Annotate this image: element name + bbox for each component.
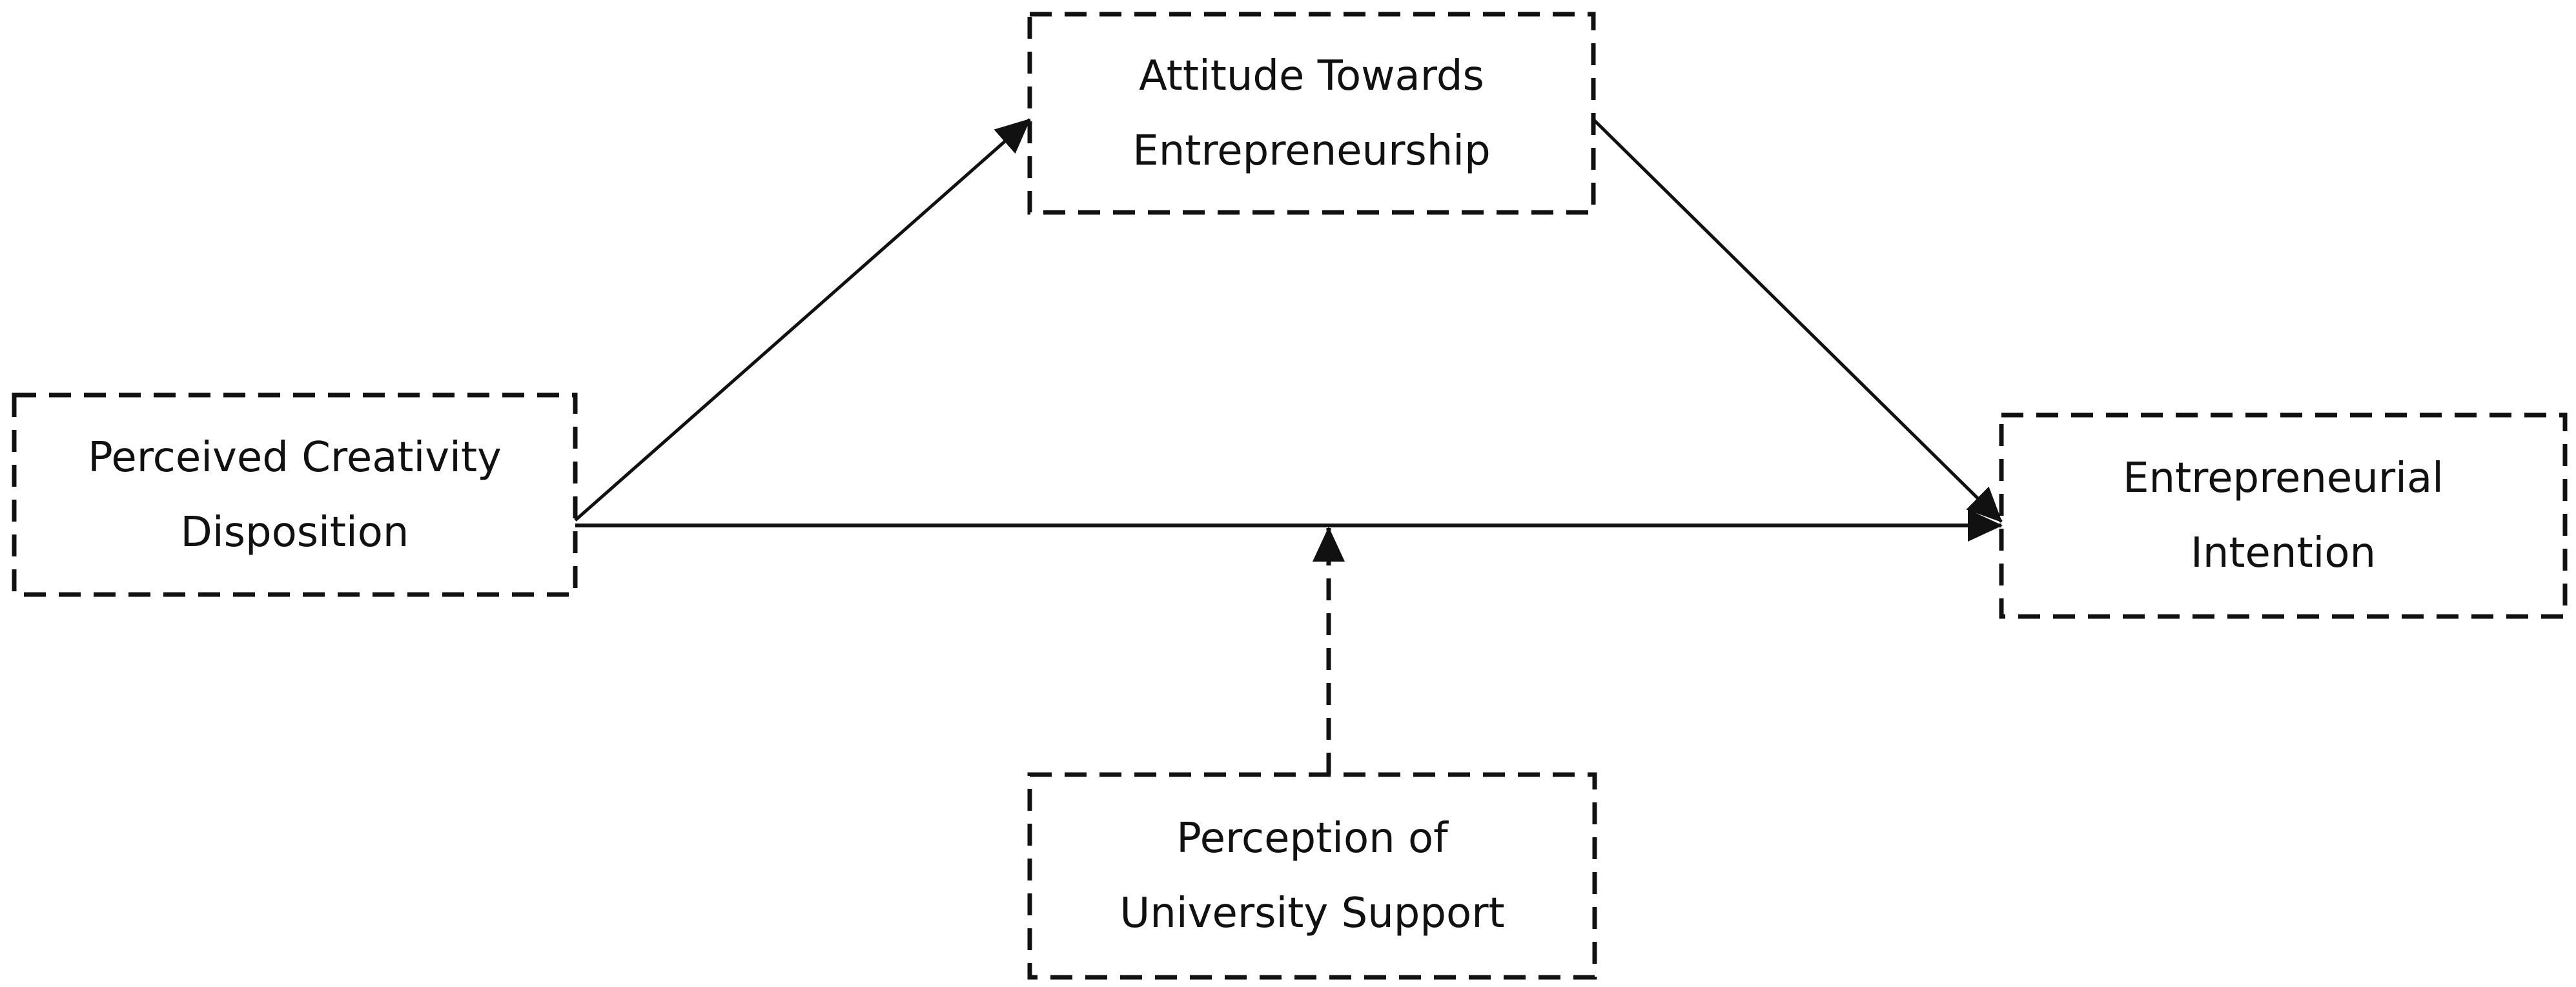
edge-creativity-to-attitude: [574, 118, 1031, 522]
creativity-node: Perceived Creativity Disposition: [14, 395, 575, 595]
support-label-line1: Perception of: [1176, 815, 1448, 862]
intention-label-line2: Intention: [2190, 529, 2377, 577]
creativity-box: [12, 392, 578, 597]
attitude-label-line2: Entrepreneurship: [1132, 127, 1491, 175]
edge-attitude-to-intention: [1592, 118, 2003, 523]
support-label-line2: University Support: [1119, 890, 1505, 937]
attitude-label-line1: Attitude Towards: [1139, 52, 1484, 100]
creativity-label-line1: Perceived Creativity: [88, 433, 502, 482]
support-node: Perception of University Support: [1030, 775, 1595, 977]
attitude-box: [1027, 12, 1596, 215]
support-box: [1027, 772, 1597, 980]
intention-label-line1: Entrepreneurial: [2123, 454, 2444, 502]
attitude-node: Attitude Towards Entrepreneurship: [1030, 14, 1593, 212]
intention-node: Entrepreneurial Intention: [2001, 415, 2565, 616]
creativity-label-line2: Disposition: [180, 508, 409, 556]
